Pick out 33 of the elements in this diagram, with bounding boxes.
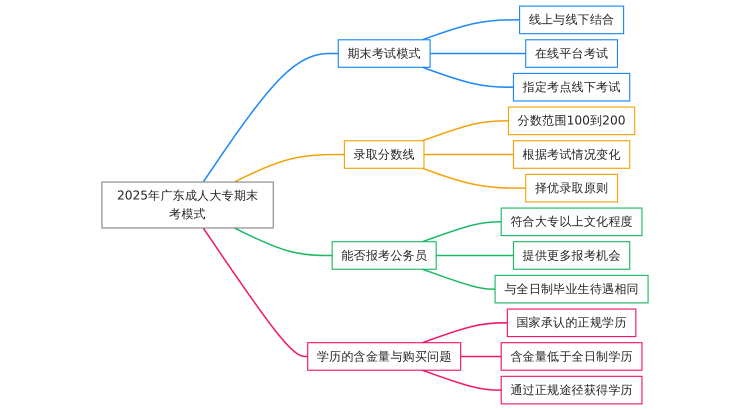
connector — [430, 52, 526, 54]
connector — [202, 52, 338, 182]
connector — [422, 19, 520, 40]
connector — [422, 66, 514, 88]
node-box: 在线平台考试 — [525, 39, 618, 68]
node-box: 含金量低于全日制学历 — [500, 342, 643, 371]
connector — [422, 168, 526, 189]
connector — [234, 154, 344, 183]
node-box: 国家承认的正规学历 — [506, 308, 636, 338]
node-box: 择优录取原则 — [525, 174, 618, 203]
connector — [234, 227, 332, 256]
connector — [460, 356, 502, 358]
node-box: 提供更多报考机会 — [512, 241, 630, 270]
connector — [436, 254, 514, 256]
connector — [424, 154, 514, 156]
node-box: 分数范围100到200 — [508, 106, 636, 136]
node-box: 根据考试情况变化 — [512, 140, 630, 169]
connector — [422, 370, 502, 391]
node-box: 期末考试模式 — [338, 39, 431, 68]
connector — [422, 322, 508, 344]
connector — [422, 268, 496, 290]
node-box: 线上与线下结合 — [519, 6, 624, 34]
connector — [202, 228, 308, 358]
node-box: 学历的含金量与购买问题 — [307, 342, 462, 371]
node-box: 与全日制毕业生待遇相同 — [494, 274, 649, 304]
node-box: 录取分数线 — [344, 140, 425, 169]
connector — [422, 120, 508, 142]
node-box: 通过正规途径获得学历 — [500, 376, 643, 404]
node-box: 指定考点线下考试 — [512, 72, 630, 102]
node-box: 能否报考公务员 — [332, 241, 437, 270]
connector — [422, 221, 502, 242]
node-box: 2025年广东成人大专期末考模式 — [101, 181, 274, 229]
node-box: 符合大专以上文化程度 — [500, 207, 643, 236]
